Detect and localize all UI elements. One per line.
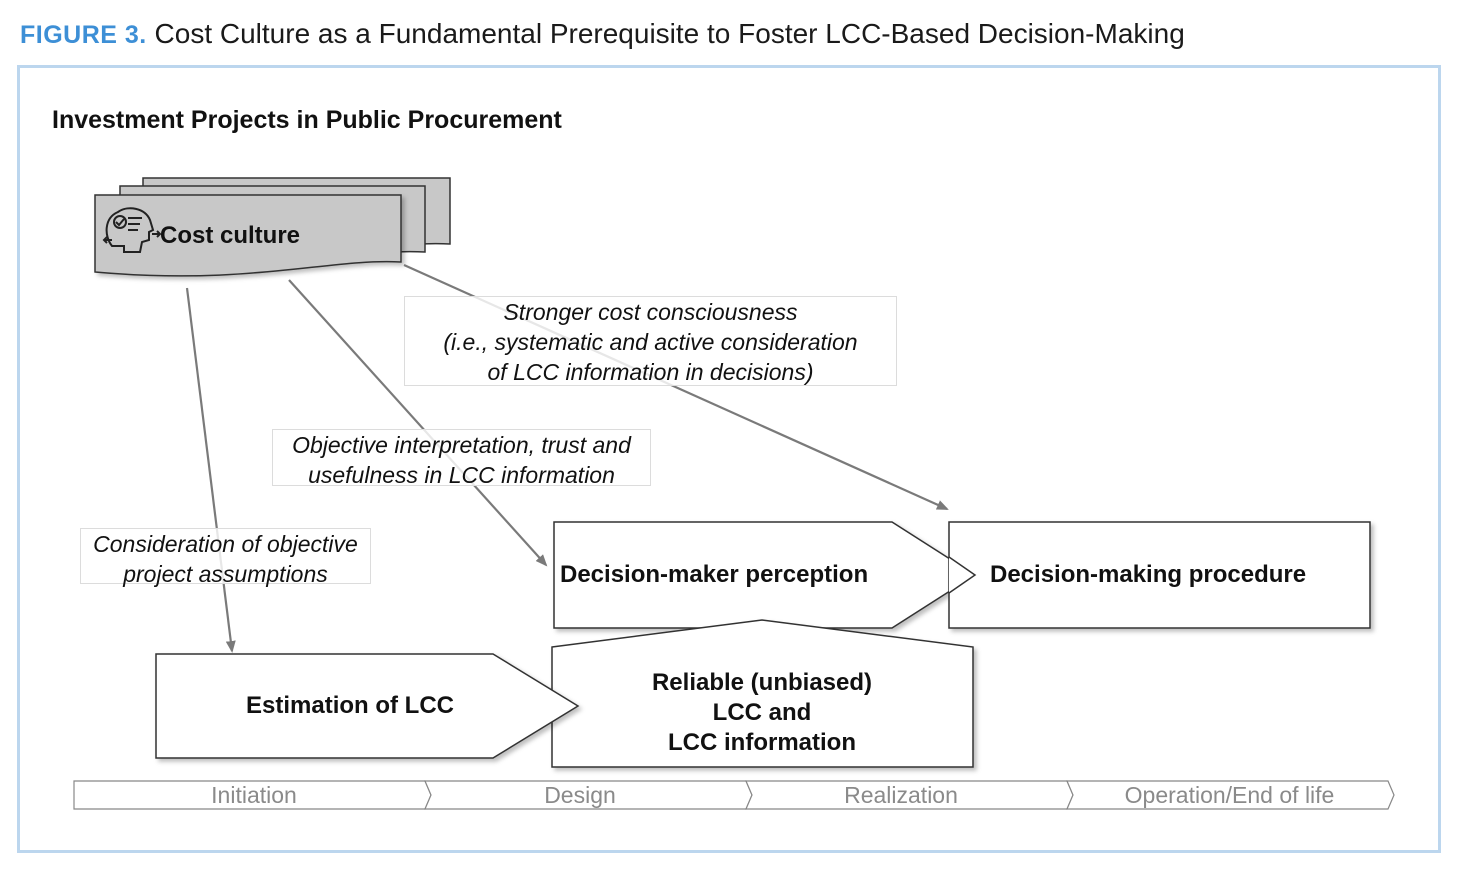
cost-culture-node [94,177,451,277]
decision-maker-perception-tip-outline [948,556,977,594]
head-with-gears-icon [102,207,162,253]
edge-label-stronger-cost: Stronger cost consciousness (i.e., syste… [404,296,897,386]
edge-label-objective-interpretation-line-1: Objective interpretation, trust and [292,432,631,458]
reliable-lcc-shape [551,619,974,768]
phase-shape-operation [1066,780,1395,810]
figure-title: FIGURE 3. Cost Culture as a Fundamental … [20,18,1185,50]
diagram-frame [17,65,1441,853]
decision-maker-perception-label: Decision-maker perception [560,561,869,588]
phase-design: Design [544,782,616,808]
decision-maker-perception-shape [553,521,977,629]
reliable-lcc-line-1: Reliable (unbiased) [651,669,873,696]
phase-operation-end-of-life: Operation/End of life [1124,782,1335,808]
cost-culture-card-front [94,194,402,277]
phase-realization: Realization [844,782,958,808]
estimation-lcc-label: Estimation of LCC [246,692,454,719]
edge-label-objective-interpretation-line-2: usefulness in LCC information [308,462,615,488]
edge-label-objective-interpretation: Objective interpretation, trust and usef… [272,429,651,488]
decision-maker-perception-tip [949,557,975,593]
phase-timeline [73,780,1395,810]
arrow-cost-culture-to-perception [288,279,548,567]
decision-making-procedure-shape [948,521,1371,629]
edge-label-stronger-cost-line-1: Stronger cost consciousness [503,299,798,325]
panel-title: Investment Projects in Public Procuremen… [52,106,562,134]
arrow-cost-culture-to-estimation [185,287,236,653]
phase-initiation: Initiation [211,782,297,808]
reliable-lcc-line-3: LCC information [668,729,856,756]
edge-label-consideration-objective-line-1: Consideration of objective [93,531,358,557]
decision-making-procedure-label: Decision-making procedure [990,561,1307,588]
edge-label-stronger-cost-line-2: (i.e., systematic and active considerati… [443,329,858,355]
reliable-lcc-line-2: LCC and [712,699,812,726]
edge-label-consideration-objective-line-2: project assumptions [123,561,328,587]
cost-culture-label: Cost culture [160,222,301,249]
figure-title-text: Cost Culture as a Fundamental Prerequisi… [154,18,1185,49]
figure-label: FIGURE 3. [20,21,147,49]
edge-label-stronger-cost-line-3: of LCC information in decisions) [487,359,814,385]
edge-label-consideration-objective: Consideration of objective project assum… [80,528,371,587]
reliable-lcc-label: Reliable (unbiased) LCC and LCC informat… [560,665,964,761]
estimation-lcc-shape [155,653,580,759]
